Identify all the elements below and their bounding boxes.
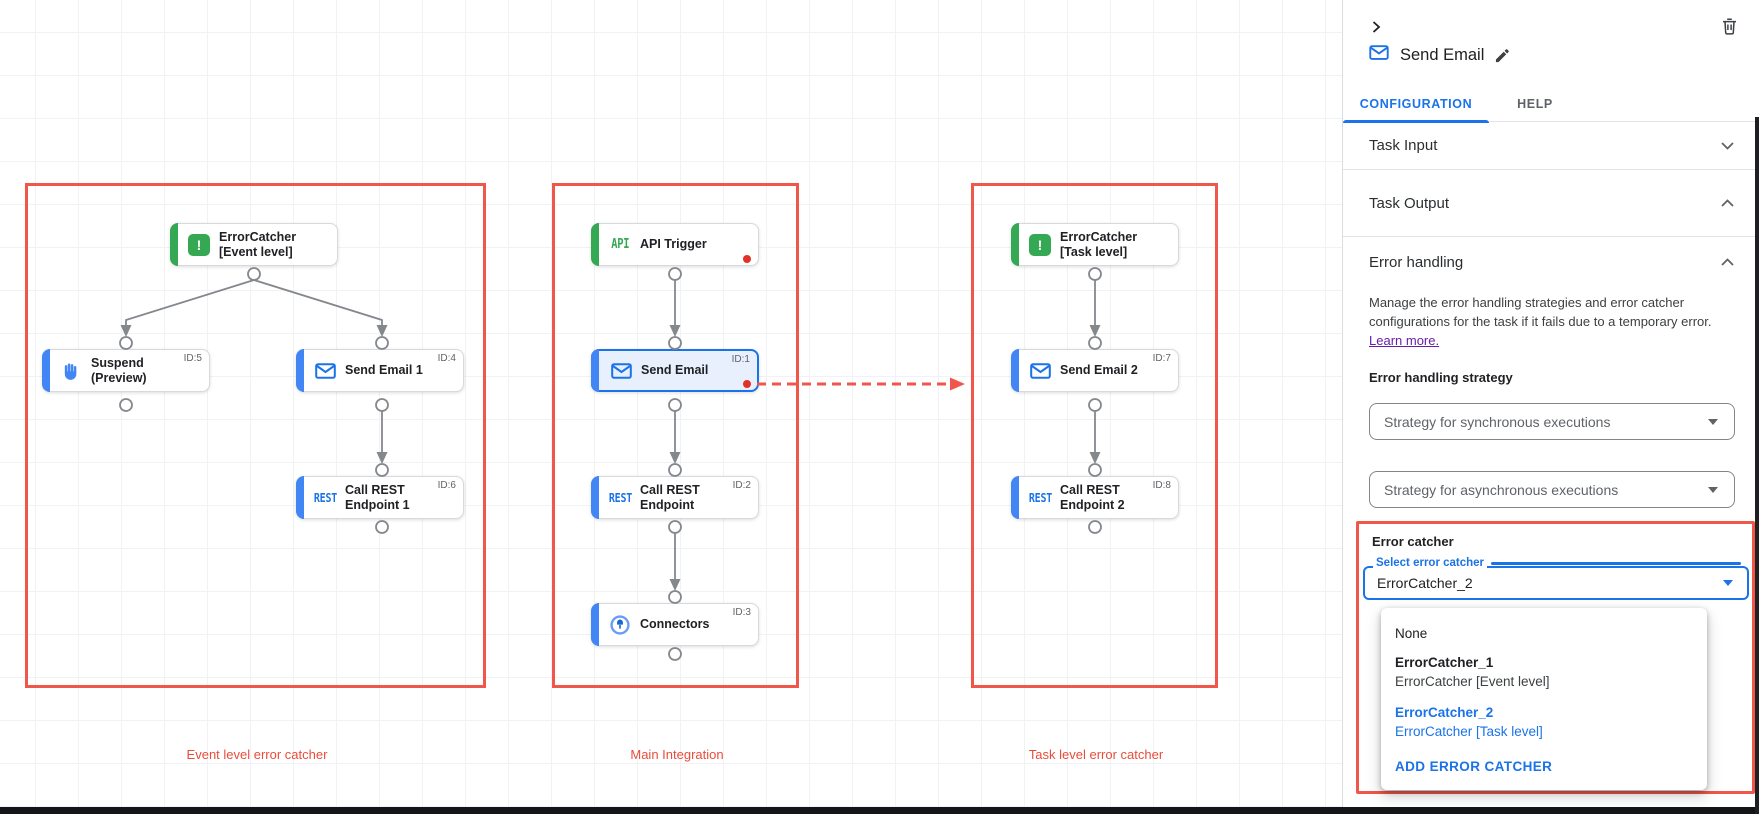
chevron-down-icon (1721, 141, 1734, 150)
collapse-panel-icon[interactable] (1369, 20, 1383, 34)
node-label: Connectors (640, 617, 710, 632)
option-errorcatcher-2[interactable]: ErrorCatcher_2 ErrorCatcher [Task level] (1395, 705, 1543, 739)
node-suspend-preview[interactable]: Suspend (Preview) ID:5 (42, 349, 210, 392)
node-accent-bar (1011, 476, 1019, 519)
node-api-trigger[interactable]: API API Trigger (591, 223, 759, 266)
email-icon (305, 362, 345, 379)
node-errorcatcher-event-level[interactable]: ! ErrorCatcher [Event level] (170, 223, 338, 266)
panel-title: Send Email (1400, 45, 1485, 64)
group-label-event-level: Event level error catcher (186, 747, 328, 762)
node-id: ID:4 (437, 353, 456, 364)
node-id: ID:2 (732, 480, 751, 491)
node-accent-bar (1011, 223, 1019, 266)
task-level-group-outline (971, 183, 1218, 688)
node-label: Suspend (Preview) (91, 355, 147, 385)
async-strategy-select[interactable]: Strategy for asynchronous executions (1369, 471, 1735, 508)
main-integration-group-outline (552, 183, 799, 688)
description-text: Manage the error handling strategies and… (1369, 295, 1712, 329)
section-task-output[interactable]: Task Output (1343, 170, 1759, 237)
add-error-catcher-button[interactable]: ADD ERROR CATCHER (1395, 759, 1553, 774)
node-accent-bar (42, 349, 50, 392)
email-icon (1369, 45, 1389, 65)
group-label-task-level: Task level error catcher (1028, 747, 1164, 762)
option-none[interactable]: None (1395, 626, 1428, 641)
delete-task-icon[interactable] (1722, 18, 1737, 35)
error-handling-strategy-label: Error handling strategy (1369, 370, 1513, 385)
select-placeholder: Strategy for asynchronous executions (1384, 481, 1619, 498)
node-label: Call REST Endpoint 1 (345, 482, 410, 512)
node-call-rest-endpoint-2[interactable]: REST Call REST Endpoint 2 ID:8 (1011, 476, 1179, 519)
node-id: ID:8 (1152, 480, 1171, 491)
section-error-handling[interactable]: Error handling (1343, 237, 1759, 287)
node-call-rest-endpoint-1[interactable]: REST Call REST Endpoint 1 ID:6 (296, 476, 464, 519)
group-label-main-integration: Main Integration (630, 747, 724, 762)
node-label: Call REST Endpoint (640, 482, 700, 512)
api-icon: API (610, 237, 630, 252)
dropdown-caret-icon (1723, 580, 1733, 586)
tab-help[interactable]: HELP (1517, 97, 1553, 111)
error-catcher-label: Error catcher (1372, 534, 1454, 549)
error-catcher-highlight-outline: Error catcher Select error catcher Error… (1356, 521, 1755, 794)
select-error-catcher-value: ErrorCatcher_2 (1377, 575, 1473, 591)
node-label: ErrorCatcher [Task level] (1060, 229, 1138, 259)
node-connectors[interactable]: Connectors ID:3 (591, 603, 759, 646)
rest-icon: REST (313, 490, 337, 505)
node-id: ID:1 (731, 354, 750, 365)
error-catcher-dropdown-menu: None ErrorCatcher_1 ErrorCatcher [Event … (1381, 608, 1707, 790)
node-accent-bar (296, 349, 304, 392)
email-icon (601, 362, 641, 379)
learn-more-link[interactable]: Learn more. (1369, 333, 1440, 348)
node-accent-bar (170, 223, 178, 266)
error-catcher-icon: ! (1020, 233, 1060, 256)
dropdown-caret-icon (1708, 418, 1718, 425)
node-label: ErrorCatcher [Event level] (219, 229, 297, 259)
node-accent-bar (591, 476, 599, 519)
node-accent-bar (1011, 349, 1019, 392)
node-label: API Trigger (640, 237, 707, 252)
sync-strategy-select[interactable]: Strategy for synchronous executions (1369, 403, 1735, 440)
hand-icon (51, 361, 91, 381)
node-label: Call REST Endpoint 2 (1060, 482, 1125, 512)
node-label: Send Email (641, 363, 709, 378)
section-label: Task Output (1369, 194, 1450, 212)
task-config-panel: Send Email CONFIGURATION HELP Task Input… (1342, 0, 1759, 814)
integration-canvas[interactable]: ! ErrorCatcher [Event level] Suspend (Pr… (0, 0, 1343, 814)
panel-tabs: CONFIGURATION HELP (1343, 86, 1759, 123)
node-accent-bar (296, 476, 304, 519)
node-send-email-selected[interactable]: Send Email ID:1 (591, 349, 759, 392)
event-level-group-outline (25, 183, 486, 688)
node-id: ID:5 (183, 353, 202, 364)
tab-configuration[interactable]: CONFIGURATION (1343, 86, 1489, 123)
rest-icon: REST (1028, 490, 1052, 505)
rest-icon: REST (608, 490, 632, 505)
node-id: ID:3 (732, 607, 751, 618)
node-label: Send Email 2 (1060, 363, 1138, 378)
error-catcher-icon: ! (179, 233, 219, 256)
panel-scrollbar[interactable] (1755, 117, 1759, 814)
node-call-rest-endpoint[interactable]: REST Call REST Endpoint ID:2 (591, 476, 759, 519)
node-label: Send Email 1 (345, 363, 423, 378)
node-accent-bar (591, 223, 599, 266)
section-label: Task Input (1369, 137, 1438, 154)
dropdown-caret-icon (1708, 486, 1718, 493)
node-send-email-1[interactable]: Send Email 1 ID:4 (296, 349, 464, 392)
option-errorcatcher-1[interactable]: ErrorCatcher_1 ErrorCatcher [Event level… (1395, 655, 1550, 689)
node-id: ID:6 (437, 480, 456, 491)
node-accent-bar (591, 349, 599, 392)
node-errorcatcher-task-level[interactable]: ! ErrorCatcher [Task level] (1011, 223, 1179, 266)
select-placeholder: Strategy for synchronous executions (1384, 413, 1611, 430)
node-accent-bar (591, 603, 599, 646)
chevron-up-icon (1721, 258, 1734, 266)
node-send-email-2[interactable]: Send Email 2 ID:7 (1011, 349, 1179, 392)
connectors-icon (600, 614, 640, 636)
edit-title-icon[interactable] (1495, 48, 1510, 63)
window-bottom-edge (0, 807, 1759, 814)
section-task-input[interactable]: Task Input (1343, 122, 1759, 170)
chevron-up-icon (1721, 199, 1734, 207)
error-handling-description: Manage the error handling strategies and… (1343, 287, 1759, 350)
select-error-catcher[interactable]: ErrorCatcher_2 (1363, 566, 1749, 600)
section-label: Error handling (1369, 253, 1464, 271)
node-id: ID:7 (1152, 353, 1171, 364)
email-icon (1020, 362, 1060, 379)
